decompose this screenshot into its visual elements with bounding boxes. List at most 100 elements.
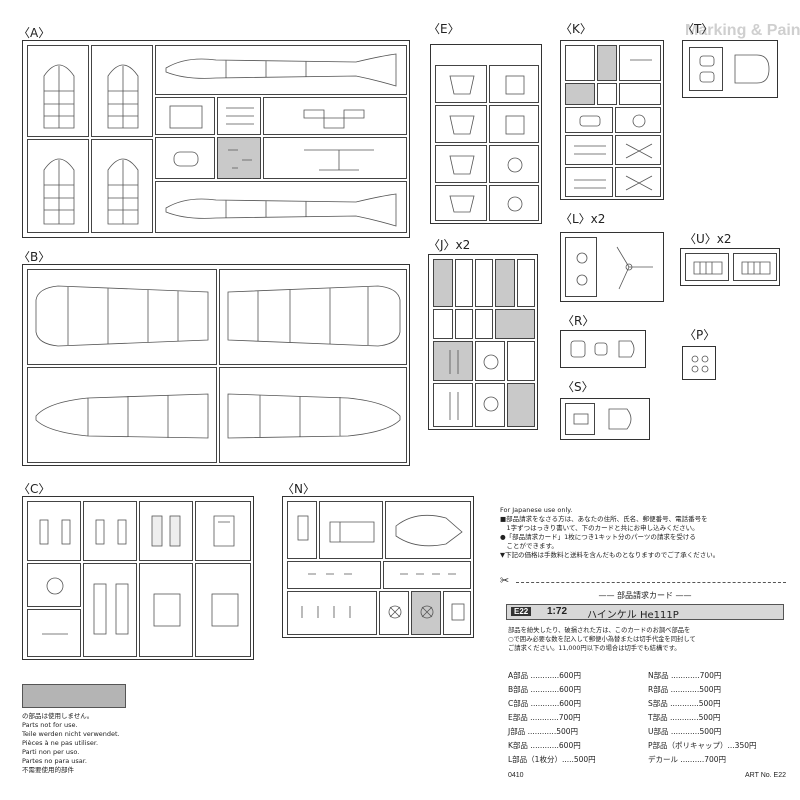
not-used-line: 不需要使用的部件 — [22, 766, 74, 774]
part-cell — [475, 309, 493, 339]
runner-s — [560, 398, 650, 440]
part-cell — [615, 135, 661, 165]
part-cell — [475, 383, 505, 427]
part-cell — [263, 137, 407, 179]
section-label-c: 〈C〉 — [18, 482, 51, 496]
part-cell — [475, 259, 493, 307]
part-cell — [217, 97, 261, 135]
part-cell — [155, 137, 215, 179]
part-cell-wing — [219, 367, 407, 463]
card-price-right: U部品 ............500円 — [648, 727, 722, 736]
not-used-line: の部品は使用しません。 — [22, 712, 94, 720]
part-cell — [383, 561, 471, 589]
runner-c — [22, 496, 254, 660]
section-label-j: 〈J〉x2 — [428, 238, 471, 252]
section-label-r: 〈R〉 — [562, 314, 595, 328]
part-cell — [475, 341, 505, 381]
part-cell — [565, 167, 613, 197]
card-price-left: L部品（1枚分）.....500円 — [508, 755, 596, 764]
japan-note-line: ことができます。 — [500, 542, 558, 550]
part-cell — [155, 97, 215, 135]
card-intro-line: ○で囲み必要な数を記入して郵便小為替または切手代金を同封して — [508, 636, 696, 643]
part-cell — [83, 563, 137, 657]
part-cell-unused — [217, 137, 261, 179]
part-cell — [685, 253, 729, 281]
card-title: —— 部品請求カード —— — [598, 591, 692, 600]
part-cell — [263, 97, 407, 135]
part-cell — [443, 591, 471, 635]
cut-line — [516, 582, 786, 583]
not-used-line: Pièces à ne pas utiliser. — [22, 739, 99, 747]
part-cell-unused — [411, 591, 441, 635]
section-label-e: 〈E〉 — [428, 22, 460, 36]
part-cell — [195, 501, 251, 561]
runner-l — [560, 232, 664, 302]
part-cell — [565, 403, 595, 435]
part-cell — [565, 45, 595, 81]
section-label-p: 〈P〉 — [684, 328, 716, 342]
background-header: Marking & Painting — [685, 22, 800, 39]
runner-k — [560, 40, 664, 200]
section-label-k: 〈K〉 — [560, 22, 592, 36]
part-cell — [287, 561, 381, 589]
card-price-right: P部品（ポリキャップ）...350円 — [648, 741, 757, 750]
not-used-notes: の部品は使用しません。 Parts not for use. Teile wer… — [22, 712, 120, 775]
not-used-line: Parti non per uso. — [22, 748, 80, 756]
part-cell — [27, 609, 81, 657]
card-price-left: C部品 ............600円 — [508, 699, 582, 708]
card-intro: 部品を紛失したり、破損された方は、このカードのお調べ部品を ○で囲み必要な数を記… — [508, 626, 788, 653]
section-label-n: 〈N〉 — [282, 482, 315, 496]
not-used-line: Partes no para usar. — [22, 757, 87, 765]
part-cell — [489, 185, 539, 221]
card-scale: 1:72 — [547, 606, 568, 617]
card-price-right: デカール ..........700円 — [648, 755, 727, 764]
japan-note-line: ▼下記の価格は手数料と送料を含んだものとなりますのでご了承ください。 — [500, 551, 720, 559]
card-price-right: S部品 ............500円 — [648, 699, 721, 708]
part-cell — [435, 65, 487, 103]
runner-r — [560, 330, 646, 368]
runner-n — [282, 496, 474, 638]
runner-a — [22, 40, 410, 238]
japan-note: For Japanese use only. ■部品請求をなさる方は、あなたの住… — [500, 506, 790, 560]
section-label-b: 〈B〉 — [18, 250, 51, 264]
part-cell — [433, 383, 473, 427]
card-price-left: J部品 ............500円 — [508, 727, 579, 736]
part-cell — [455, 259, 473, 307]
card-price-left: A部品 ............600円 — [508, 671, 581, 680]
part-cell — [287, 501, 317, 559]
part-cell — [139, 501, 193, 561]
scissors-icon: ✂ — [500, 574, 510, 587]
card-code: E22 — [511, 607, 532, 616]
part-cell — [435, 145, 487, 183]
part-cell-wing — [27, 367, 217, 463]
part-cell — [615, 107, 661, 133]
part-cell — [455, 309, 473, 339]
parts-request-card: —— 部品請求カード —— E22 1:72 ハインケル He111P 部品を紛… — [500, 590, 790, 790]
part-cell-unused — [433, 259, 453, 307]
part-cell-wing — [27, 269, 217, 365]
section-label-l: 〈L〉x2 — [560, 212, 606, 226]
part-cell — [27, 139, 89, 233]
part-cell — [489, 105, 539, 143]
card-price-left: B部品 ............600円 — [508, 685, 581, 694]
part-cell-wing — [219, 269, 407, 365]
part-cell — [733, 253, 777, 281]
part-cell — [435, 185, 487, 221]
part-cell — [597, 83, 617, 105]
part-cell — [91, 45, 153, 137]
runner-u — [680, 248, 780, 286]
part-cell — [615, 167, 661, 197]
part-cell — [195, 563, 251, 657]
runner-e — [430, 44, 542, 224]
part-cell — [565, 135, 613, 165]
part-cell — [319, 501, 383, 559]
card-price-row: J部品 ............500円 U部品 ............500円 — [508, 724, 788, 738]
card-price-row: C部品 ............600円 S部品 ............500円 — [508, 696, 788, 710]
section-label-a: 〈A〉 — [18, 26, 51, 40]
part-cell — [619, 83, 661, 105]
part-cell-fuselage — [155, 45, 407, 95]
not-used-swatch — [22, 684, 126, 708]
part-cell — [385, 501, 471, 559]
